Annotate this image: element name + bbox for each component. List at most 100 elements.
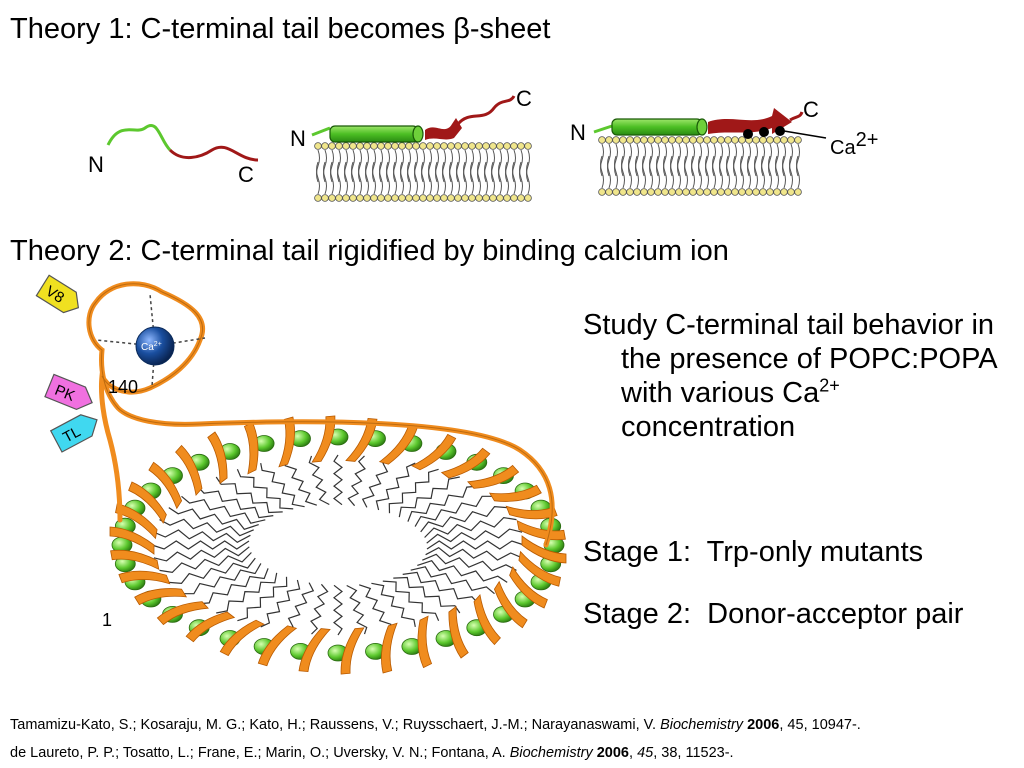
lipid-head xyxy=(780,188,788,196)
lipid-head xyxy=(454,142,462,150)
lipid-tail xyxy=(505,161,509,195)
lipid-tail xyxy=(705,155,709,189)
lipid-tail xyxy=(621,143,625,177)
lipid-tail xyxy=(361,458,391,508)
n-terminus-label: N xyxy=(88,152,104,177)
lipid-head xyxy=(794,188,802,196)
lipid-tail xyxy=(426,540,525,550)
lipid-tail xyxy=(379,149,383,183)
lipid-tail xyxy=(358,161,362,195)
stage-2-label: Stage 2: xyxy=(583,598,692,630)
lipid-tail xyxy=(526,149,530,183)
helix-cylinder xyxy=(611,118,703,136)
lipid-head xyxy=(647,188,655,196)
calcium-ion-dot xyxy=(759,127,769,137)
lipid-tail xyxy=(400,161,404,195)
lipid-head xyxy=(731,188,739,196)
n-terminus-label: N xyxy=(570,120,586,145)
nanodisc-model: Ca2+ V8 PK TL 140 1 xyxy=(35,274,567,675)
helix-turn xyxy=(521,535,567,564)
calcium-pointer xyxy=(783,130,827,139)
lipid-tail xyxy=(698,155,702,189)
lipid-tail xyxy=(761,155,765,189)
lipid-tail xyxy=(635,143,639,177)
lipid-tail xyxy=(153,529,251,544)
ca-coordination: Ca2+ xyxy=(95,293,206,387)
lipid-head xyxy=(426,194,434,202)
lipid-tail xyxy=(663,143,667,177)
lipid-head xyxy=(598,188,606,196)
lipid-tail xyxy=(421,161,425,195)
lipid-tail xyxy=(323,161,327,195)
lipid-tail xyxy=(463,149,467,183)
lipid-head xyxy=(419,194,427,202)
lipid-tail xyxy=(330,161,334,195)
lipid-head xyxy=(738,136,746,144)
helix-turn xyxy=(340,627,365,675)
lipid-tail xyxy=(236,469,294,510)
lipid-head xyxy=(524,142,532,150)
lipid-tail xyxy=(372,149,376,183)
lipid-tail xyxy=(358,149,362,183)
helix-turn xyxy=(488,484,542,502)
stage-2-bullet: Stage 2: Donor-acceptor pair xyxy=(583,597,1013,631)
lipid-tail xyxy=(359,584,392,632)
lipid-head xyxy=(349,142,357,150)
lipid-head xyxy=(633,136,641,144)
lipid-head xyxy=(759,188,767,196)
lipid-head xyxy=(398,194,406,202)
lipid-tail xyxy=(414,495,495,527)
reference-2: de Laureto, P. P.; Tosatto, L.; Frane, E… xyxy=(10,745,734,761)
lipid-tail xyxy=(424,516,517,538)
lipid-bilayer xyxy=(314,142,532,202)
lipid-tail xyxy=(621,155,625,189)
lipid-tail xyxy=(498,161,502,195)
lipid-head xyxy=(356,194,364,202)
lipid-tail xyxy=(691,155,695,189)
lipid-tail xyxy=(628,155,632,189)
lipid-head xyxy=(682,136,690,144)
lipid-head xyxy=(689,188,697,196)
lipid-head xyxy=(440,142,448,150)
lipid-tail xyxy=(365,149,369,183)
lipid-tail xyxy=(796,155,800,189)
stage-1-label: Stage 1: xyxy=(583,536,692,568)
lipid-tail xyxy=(344,161,348,195)
lipid-tail xyxy=(691,143,695,177)
lipid-tail xyxy=(425,546,523,561)
protease-tag-v8: V8 xyxy=(35,274,80,314)
lipid-tail xyxy=(426,528,523,544)
lipid-tail xyxy=(388,468,439,514)
lipid-head xyxy=(328,194,336,202)
helix-turn xyxy=(516,519,566,541)
lipid-tail xyxy=(782,143,786,177)
lipid-head xyxy=(454,194,462,202)
lipid-head xyxy=(724,188,732,196)
lipid-tail xyxy=(733,143,737,177)
lipid-head xyxy=(391,142,399,150)
lipid-tail xyxy=(414,149,418,183)
helix-end xyxy=(412,125,424,143)
lipid-head xyxy=(619,188,627,196)
lipid-head xyxy=(794,136,802,144)
pk-label: PK xyxy=(52,382,77,405)
lipid-tail xyxy=(414,161,418,195)
lipid-tail xyxy=(498,149,502,183)
lipid-tail xyxy=(505,149,509,183)
lipid-tail xyxy=(344,149,348,183)
lipid-head xyxy=(654,188,662,196)
lipid-tail xyxy=(442,161,446,195)
lipid-tail xyxy=(754,155,758,189)
lipid-tail xyxy=(337,161,341,195)
lipid-tail xyxy=(670,143,674,177)
lipid-head xyxy=(349,194,357,202)
green-n-link xyxy=(593,124,613,134)
lipid-head xyxy=(640,188,648,196)
lipid-tail xyxy=(400,149,404,183)
lipid-tail xyxy=(316,161,320,195)
helix-turn xyxy=(509,566,548,609)
lipid-tail xyxy=(740,155,744,189)
lipid-tail xyxy=(463,161,467,195)
lipid-head xyxy=(496,194,504,202)
calcium-label: Ca2+ xyxy=(830,129,878,159)
